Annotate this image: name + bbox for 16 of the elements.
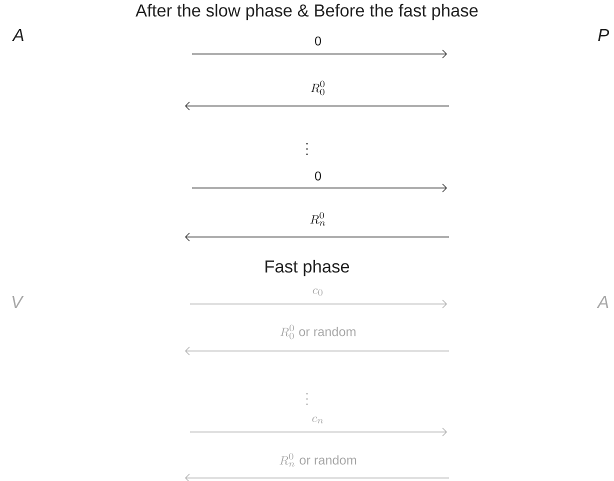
title: After the slow phase & Before the fast phase [136, 4, 478, 20]
arrow-label: 0 [314, 172, 322, 180]
arrow-label: $R_0^0$ [310, 80, 325, 96]
ellipsis-dots: $\vdots$ [306, 392, 308, 406]
arrow-label: $c_n$ [312, 416, 324, 424]
section-heading: Fast phase [266, 260, 350, 276]
arrow-label: 0 [314, 36, 322, 46]
arrow-label: $R_n^0 \text{ or random}$ [280, 453, 356, 467]
party-label: V [12, 296, 24, 308]
arrow-label: $R_0^0 \text{ or random}$ [280, 324, 356, 340]
arrow-label: $c_0$ [312, 288, 322, 296]
ellipsis-dots: $\vdots$ [306, 142, 308, 156]
arrow-label: $R_n^0$ [310, 212, 326, 226]
party-label: A [596, 296, 608, 308]
party-label: P [598, 29, 610, 41]
party-label: A [12, 29, 24, 41]
